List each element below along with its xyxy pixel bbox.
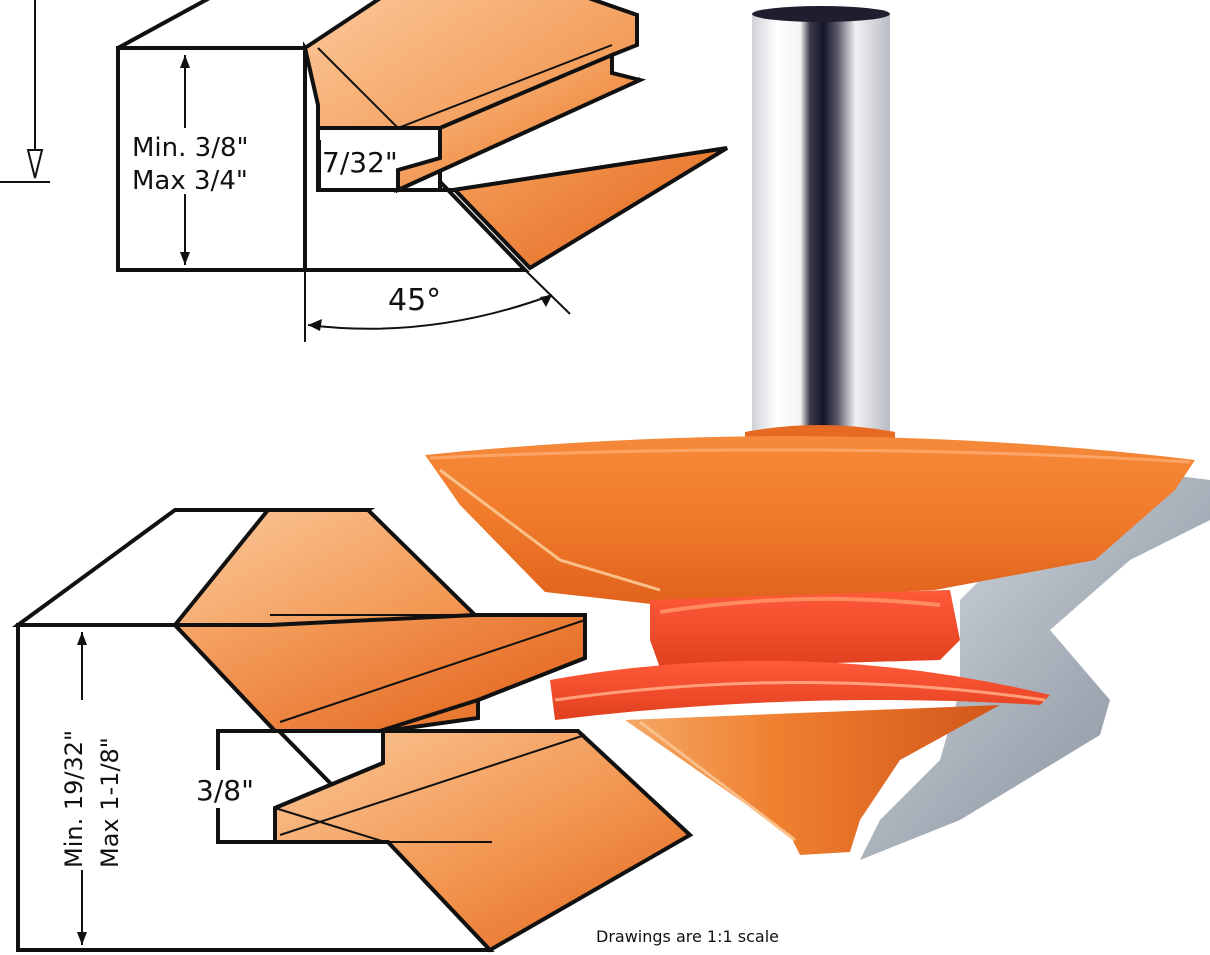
bottom-joint-drawing: Min. 19/32" Max 1-1/8" 3/8" <box>11 508 694 953</box>
top-tongue-label: 7/32" <box>322 146 398 179</box>
router-bit-shank <box>752 10 890 440</box>
depth-arrow <box>0 0 50 183</box>
router-bit-shadow-plate <box>860 470 1210 860</box>
router-bit-lower-cutter <box>550 660 1050 720</box>
router-bit-cone <box>625 705 1000 855</box>
router-bit-illustration <box>425 6 1210 860</box>
router-bit-upper-cutter <box>425 436 1195 605</box>
bottom-offset-label: 3/8" <box>196 774 254 807</box>
top-board-top <box>117 0 405 50</box>
router-bit-neck <box>650 590 960 668</box>
bottom-lower-piece <box>273 729 694 953</box>
bottom-thickness-max: Max 1-1/8" <box>96 737 124 868</box>
top-thickness-min: Min. 3/8" <box>132 133 248 163</box>
bottom-thickness-min: Min. 19/32" <box>60 730 88 868</box>
top-thickness-max: Max 3/4" <box>132 166 248 196</box>
scale-caption: Drawings are 1:1 scale <box>596 927 779 946</box>
top-angle-label: 45° <box>388 283 441 318</box>
top-joint-drawing: Min. 3/8" Max 3/4" 7/32" 45° <box>0 0 729 342</box>
